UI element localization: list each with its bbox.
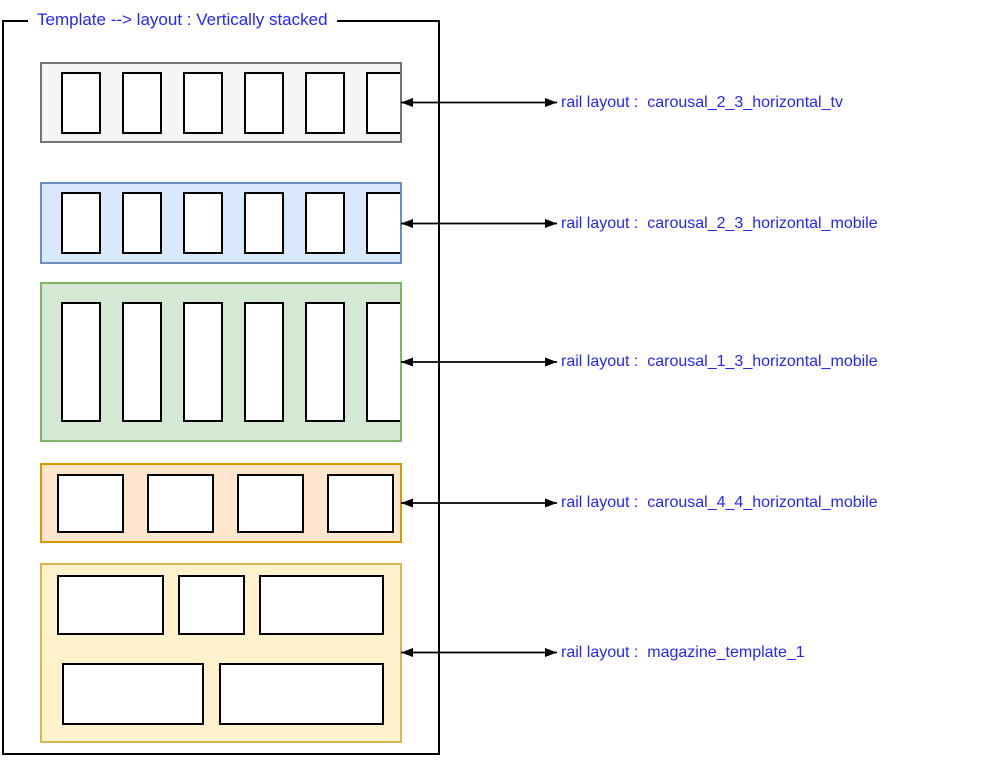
magazine-row-2 [62,663,400,725]
rail-label-carousal-2-3-horizontal-mobile: rail layout : carousal_2_3_horizontal_mo… [561,215,878,232]
carousel-tile [61,192,101,254]
carousel-tile [305,302,345,422]
carousel-tile [61,71,101,134]
rail-carousal-2-3-horizontal-mobile [40,182,402,264]
rail-label-carousal-2-3-horizontal-tv: rail layout : carousal_2_3_horizontal_tv [561,94,843,111]
rail-label-magazine-template-1: rail layout : magazine_template_1 [561,644,805,661]
magazine-tile [57,575,164,635]
magazine-tile [259,575,384,635]
carousel-tile [244,302,284,422]
magazine-tile [219,663,384,725]
rail-carousal-4-4-horizontal-mobile [40,463,402,543]
rail-carousal-1-3-horizontal-mobile [40,282,402,442]
magazine-tile [178,575,245,635]
carousel-tile [305,71,345,134]
carousel-tile [366,192,400,254]
carousel-tile [61,302,101,422]
carousel-tile [366,302,400,422]
carousel-tile [366,71,400,134]
carousel-tile [183,71,223,134]
carousel-tile [183,192,223,254]
carousel-tile [244,71,284,134]
magazine-row-1 [57,575,400,635]
carousel-tile [237,473,304,533]
rail-label-carousal-1-3-horizontal-mobile: rail layout : carousal_1_3_horizontal_mo… [561,353,878,370]
rail-carousal-2-3-horizontal-tv [40,62,402,143]
carousel-tile [305,192,345,254]
carousel-tile [122,71,162,134]
carousel-tile [57,473,124,533]
carousel-tile [183,302,223,422]
carousel-tile [327,473,394,533]
carousel-tile [122,302,162,422]
rail-label-carousal-4-4-horizontal-mobile: rail layout : carousal_4_4_horizontal_mo… [561,494,878,511]
carousel-tile [122,192,162,254]
carousel-tile [244,192,284,254]
carousel-tile [147,473,214,533]
magazine-tile [62,663,204,725]
template-title: Template --> layout : Vertically stacked [28,9,337,31]
rail-magazine-template-1 [40,563,402,743]
